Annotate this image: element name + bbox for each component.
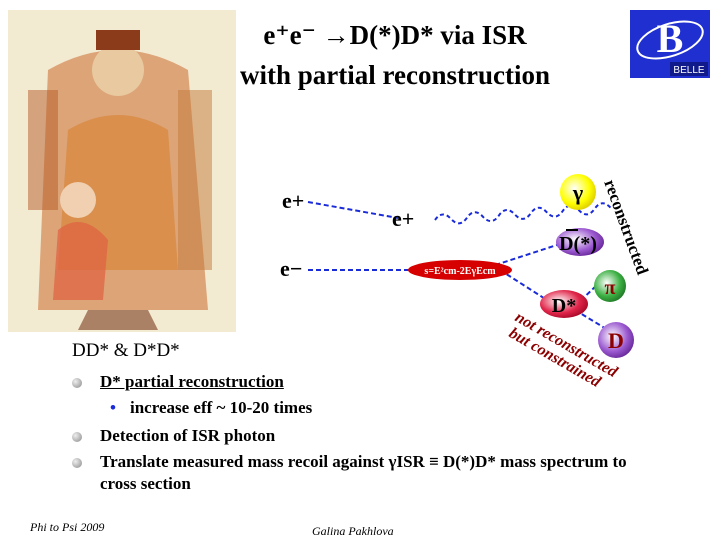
dbar-label: D(*) [559, 233, 597, 255]
bullet-icon [72, 458, 82, 468]
e-plus-mid-label: e+ [392, 206, 414, 231]
reconstructed-label: reconstructed [600, 177, 652, 278]
collision-vertex [408, 260, 512, 280]
svg-text:B: B [657, 16, 684, 61]
belle-logo: B BELLE [630, 10, 710, 78]
pi-sphere [594, 270, 626, 302]
portrait-image [8, 10, 236, 332]
s-formula: s=E²cm-2EγEcm [424, 266, 496, 277]
bullet-increase-eff: • increase eff ~ 10-20 times [110, 398, 313, 417]
bullet-partial-reconstruction: D* partial reconstruction [72, 372, 284, 392]
dstar-sphere [540, 290, 588, 318]
gamma-sphere [560, 174, 596, 210]
bullet-translate: Translate measured mass recoil against γ… [72, 452, 627, 472]
dbar-sphere [556, 228, 604, 256]
e-plus-label: e+ [282, 188, 304, 213]
feynman-diagram: e+ e− e+ s=E²cm-2EγEcm γ D(*) reconstruc… [280, 174, 652, 391]
footer-author: Galina Pakhlova [312, 524, 394, 538]
dstar-label: D* [552, 295, 576, 317]
e-plus-beam [307, 201, 399, 219]
gamma-label: γ [572, 180, 583, 205]
bullet-cross-section: cross section [100, 474, 191, 493]
d-label: D [608, 328, 624, 353]
bullet-icon [72, 432, 82, 442]
isr-photon-line [434, 202, 612, 225]
e-minus-label: e− [280, 256, 302, 281]
footer-conference: Phi to Psi 2009 [30, 520, 105, 534]
slide-title-line1: e⁺e⁻ →D(*)D* via ISR [263, 20, 527, 50]
sub-bullet-icon: • [110, 398, 116, 417]
d-sphere [598, 322, 634, 358]
bullet-detection: Detection of ISR photon [72, 426, 275, 446]
subtitle: DD* & D*D* [72, 340, 180, 361]
svg-text:BELLE: BELLE [673, 65, 704, 76]
pi-label: π [605, 277, 616, 299]
slide-title-line2: with partial reconstruction [240, 60, 550, 90]
bullet-icon [72, 378, 82, 388]
